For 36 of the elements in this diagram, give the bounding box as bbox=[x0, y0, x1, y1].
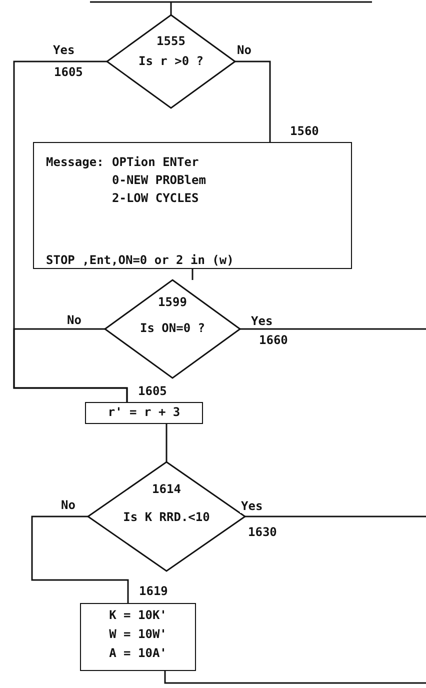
connector-line bbox=[240, 328, 426, 330]
process-text: A = 10A' bbox=[109, 646, 167, 660]
connector-line bbox=[31, 516, 129, 603]
process-text: r' = r + 3 bbox=[108, 405, 180, 419]
step-number: 1605 bbox=[53, 66, 84, 79]
step-number: 1614 bbox=[152, 482, 181, 496]
connector-line bbox=[192, 269, 194, 280]
edge-label: No bbox=[60, 499, 76, 512]
edge-label: Yes bbox=[250, 315, 274, 328]
connector-line bbox=[245, 516, 426, 518]
step-number: 1605 bbox=[138, 384, 167, 398]
connector-line bbox=[13, 328, 128, 402]
edge-label: Yes bbox=[52, 44, 76, 57]
step-number: 1555 bbox=[156, 34, 186, 48]
edge-label: No bbox=[66, 314, 82, 327]
step-number: 1630 bbox=[247, 526, 278, 539]
decision-text: Is ON=0 ? bbox=[140, 321, 206, 335]
process-text: 0-NEW PROBlem bbox=[112, 173, 206, 187]
step-number: 1560 bbox=[290, 124, 319, 138]
step-number: 1660 bbox=[258, 334, 289, 347]
connector-line bbox=[89, 1, 373, 16]
process-text: Message: bbox=[46, 155, 104, 169]
edge-label: No bbox=[236, 44, 252, 57]
process-text: STOP ,Ent,ON=0 or 2 in (w) bbox=[46, 253, 234, 267]
process-text: K = 10K' bbox=[109, 608, 167, 622]
decision-text: Is K RRD.<10 bbox=[123, 510, 210, 524]
process-text: W = 10W' bbox=[109, 627, 167, 641]
step-number: 1599 bbox=[158, 295, 187, 309]
edge-label: Yes bbox=[240, 500, 264, 513]
process-text: 2-LOW CYCLES bbox=[112, 191, 199, 205]
connector-line bbox=[235, 60, 271, 142]
step-number: 1619 bbox=[139, 584, 168, 598]
connector-line bbox=[166, 424, 168, 462]
connector-line bbox=[164, 671, 426, 684]
process-text: OPTion ENTer bbox=[112, 155, 199, 169]
decision-text: Is r >0 ? bbox=[138, 54, 204, 68]
